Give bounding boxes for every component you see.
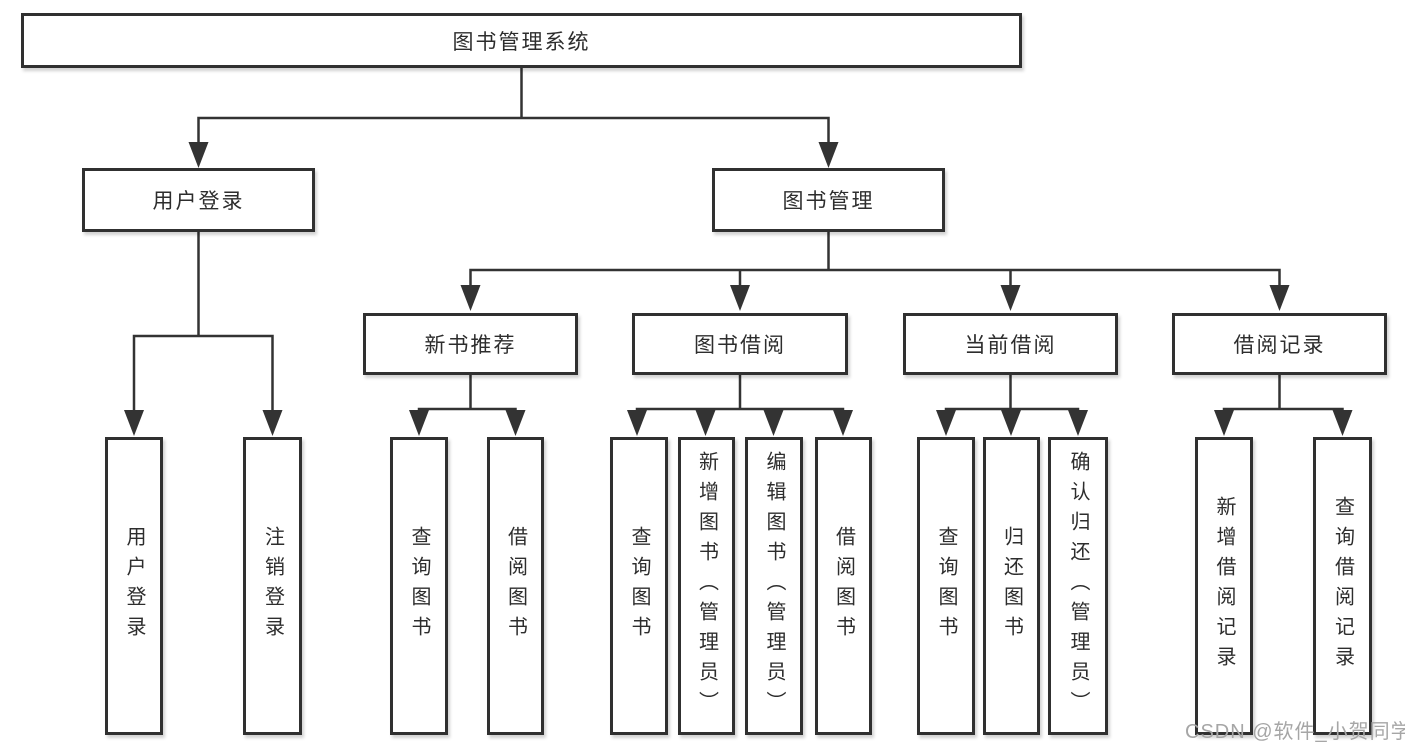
- node-label: 图书借阅: [694, 334, 786, 357]
- node-label: 确认归还（管理员）: [1067, 451, 1089, 721]
- connector-userlogin-bus: [132, 334, 274, 412]
- node-book-management: 图书管理: [712, 168, 945, 232]
- csdn-watermark: CSDN @软件_小贺同学: [1185, 721, 1405, 743]
- node-label: 用户登录: [152, 190, 245, 213]
- node-library-system: 图书管理系统: [21, 13, 1022, 68]
- leaf-borrow-edit-books-admin: 编辑图书（管理员）: [745, 437, 803, 735]
- leaf-borrow-query-books: 查询图书: [610, 437, 668, 735]
- leaf-records-add-borrow-record: 新增借阅记录: [1195, 437, 1253, 735]
- leaf-current-confirm-return-admin: 确认归还（管理员）: [1048, 437, 1108, 735]
- leaf-current-return-books: 归还图书: [983, 437, 1040, 735]
- node-label: 查询图书: [935, 526, 957, 646]
- node-label: 借阅图书: [504, 526, 527, 646]
- leaf-newbook-query-books: 查询图书: [390, 437, 448, 735]
- node-label: 借阅记录: [1233, 334, 1326, 357]
- leaf-borrow-borrow-books: 借阅图书: [815, 437, 872, 735]
- node-label: 图书管理: [782, 190, 875, 213]
- node-label: 编辑图书（管理员）: [763, 451, 785, 721]
- leaf-current-query-books: 查询图书: [917, 437, 975, 735]
- node-borrow-records: 借阅记录: [1172, 313, 1387, 375]
- connector-level2-bus: [197, 116, 830, 144]
- node-label: 新增图书（管理员）: [695, 451, 718, 721]
- node-label: 当前借阅: [964, 334, 1057, 357]
- node-label: 用户登录: [123, 526, 145, 646]
- node-label: 归还图书: [1000, 526, 1023, 646]
- leaf-user-login: 用户登录: [105, 437, 163, 735]
- node-label: 查询借阅记录: [1331, 496, 1354, 676]
- node-label: 查询图书: [408, 526, 430, 646]
- node-label: 借阅图书: [832, 526, 855, 646]
- node-current-borrow: 当前借阅: [903, 313, 1118, 375]
- arrowheads: [124, 142, 1353, 436]
- node-user-login: 用户登录: [82, 168, 315, 232]
- leaf-borrow-add-books-admin: 新增图书（管理员）: [678, 437, 735, 735]
- node-label: 查询图书: [628, 526, 650, 646]
- leaf-logout-login: 注销登录: [243, 437, 302, 735]
- node-new-book-recommend: 新书推荐: [363, 313, 578, 375]
- node-label: 注销登录: [261, 526, 284, 646]
- node-book-borrow: 图书借阅: [632, 313, 848, 375]
- leaf-records-query-borrow-record: 查询借阅记录: [1313, 437, 1372, 735]
- connector-level3-bus: [469, 268, 1281, 286]
- leaf-newbook-borrow-books: 借阅图书: [487, 437, 544, 735]
- node-label: 新增借阅记录: [1213, 496, 1235, 676]
- node-label: 图书管理系统: [452, 30, 591, 54]
- node-label: 新书推荐: [424, 334, 517, 357]
